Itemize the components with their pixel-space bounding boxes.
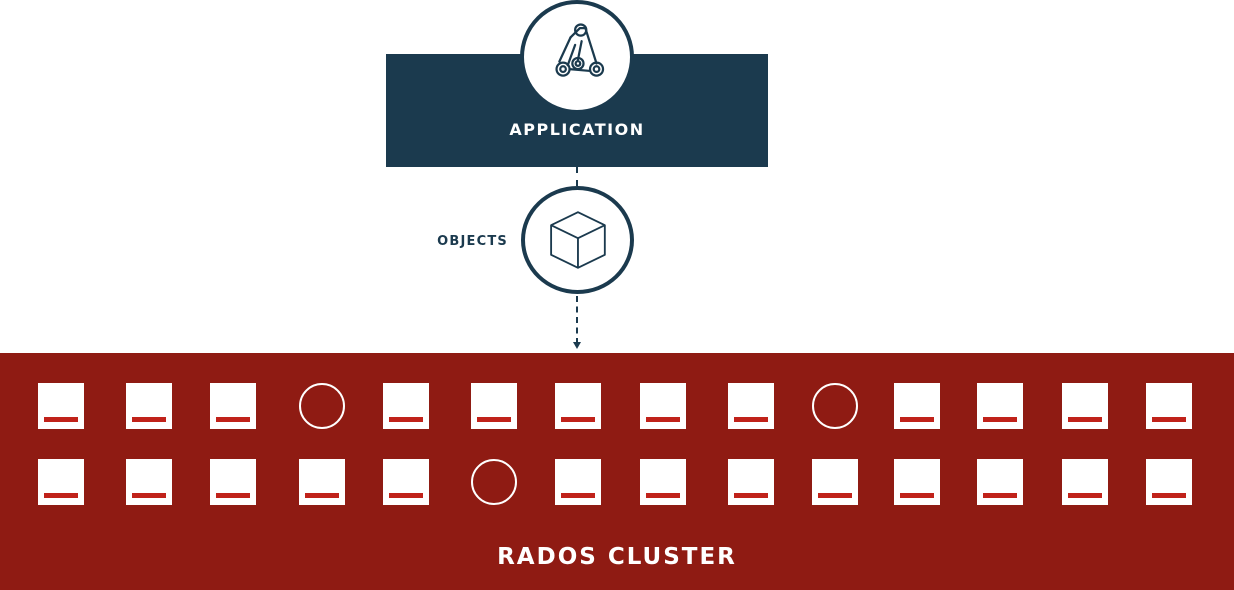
storage-node-icon bbox=[471, 383, 517, 429]
storage-node-bar bbox=[1152, 417, 1186, 422]
storage-node-bar bbox=[389, 493, 423, 498]
storage-node-icon bbox=[1062, 459, 1108, 505]
storage-node-bar bbox=[216, 417, 250, 422]
rados-cluster bbox=[0, 353, 1234, 590]
cluster-row-1 bbox=[0, 383, 1234, 431]
cube-icon bbox=[550, 211, 606, 269]
storage-node-bar bbox=[646, 417, 680, 422]
storage-node-bar bbox=[818, 493, 852, 498]
objects-icon-circle bbox=[521, 186, 634, 294]
connector-line-top bbox=[576, 167, 578, 186]
storage-node-bar bbox=[389, 417, 423, 422]
storage-node-icon bbox=[1146, 383, 1192, 429]
storage-node-bar bbox=[561, 493, 595, 498]
arrow-down-icon bbox=[573, 342, 581, 349]
cluster-label: RADOS CLUSTER bbox=[497, 544, 737, 570]
storage-node-icon bbox=[210, 459, 256, 505]
storage-node-icon bbox=[812, 459, 858, 505]
storage-node-bar bbox=[216, 493, 250, 498]
storage-node-icon bbox=[299, 459, 345, 505]
storage-node-bar bbox=[561, 417, 595, 422]
storage-node-icon bbox=[555, 459, 601, 505]
storage-node-bar bbox=[900, 493, 934, 498]
storage-node-icon bbox=[555, 383, 601, 429]
storage-node-icon bbox=[126, 459, 172, 505]
storage-node-bar bbox=[44, 417, 78, 422]
connector-line-bottom bbox=[576, 296, 578, 344]
storage-node-bar bbox=[734, 417, 768, 422]
storage-node-bar bbox=[734, 493, 768, 498]
storage-node-icon bbox=[894, 383, 940, 429]
storage-node-bar bbox=[1152, 493, 1186, 498]
monitor-node-icon bbox=[299, 383, 345, 429]
storage-node-icon bbox=[728, 459, 774, 505]
storage-node-bar bbox=[1068, 493, 1102, 498]
storage-node-icon bbox=[640, 383, 686, 429]
storage-node-icon bbox=[977, 383, 1023, 429]
storage-node-icon bbox=[728, 383, 774, 429]
pulley-icon bbox=[555, 23, 605, 77]
monitor-node-icon bbox=[471, 459, 517, 505]
storage-node-icon bbox=[383, 459, 429, 505]
storage-node-icon bbox=[977, 459, 1023, 505]
monitor-node-icon bbox=[812, 383, 858, 429]
storage-node-bar bbox=[132, 493, 166, 498]
storage-node-bar bbox=[900, 417, 934, 422]
storage-node-bar bbox=[983, 493, 1017, 498]
cluster-row-2 bbox=[0, 459, 1234, 507]
storage-node-bar bbox=[1068, 417, 1102, 422]
storage-node-bar bbox=[44, 493, 78, 498]
storage-node-icon bbox=[383, 383, 429, 429]
storage-node-bar bbox=[983, 417, 1017, 422]
storage-node-bar bbox=[305, 493, 339, 498]
objects-label: OBJECTS bbox=[437, 234, 508, 249]
storage-node-icon bbox=[1146, 459, 1192, 505]
storage-node-bar bbox=[646, 493, 680, 498]
storage-node-icon bbox=[126, 383, 172, 429]
storage-node-icon bbox=[210, 383, 256, 429]
storage-node-icon bbox=[894, 459, 940, 505]
storage-node-icon bbox=[640, 459, 686, 505]
storage-node-icon bbox=[38, 459, 84, 505]
storage-node-icon bbox=[1062, 383, 1108, 429]
storage-node-bar bbox=[477, 417, 511, 422]
application-icon-circle bbox=[520, 0, 634, 114]
storage-node-bar bbox=[132, 417, 166, 422]
storage-node-icon bbox=[38, 383, 84, 429]
application-label: APPLICATION bbox=[509, 120, 645, 139]
